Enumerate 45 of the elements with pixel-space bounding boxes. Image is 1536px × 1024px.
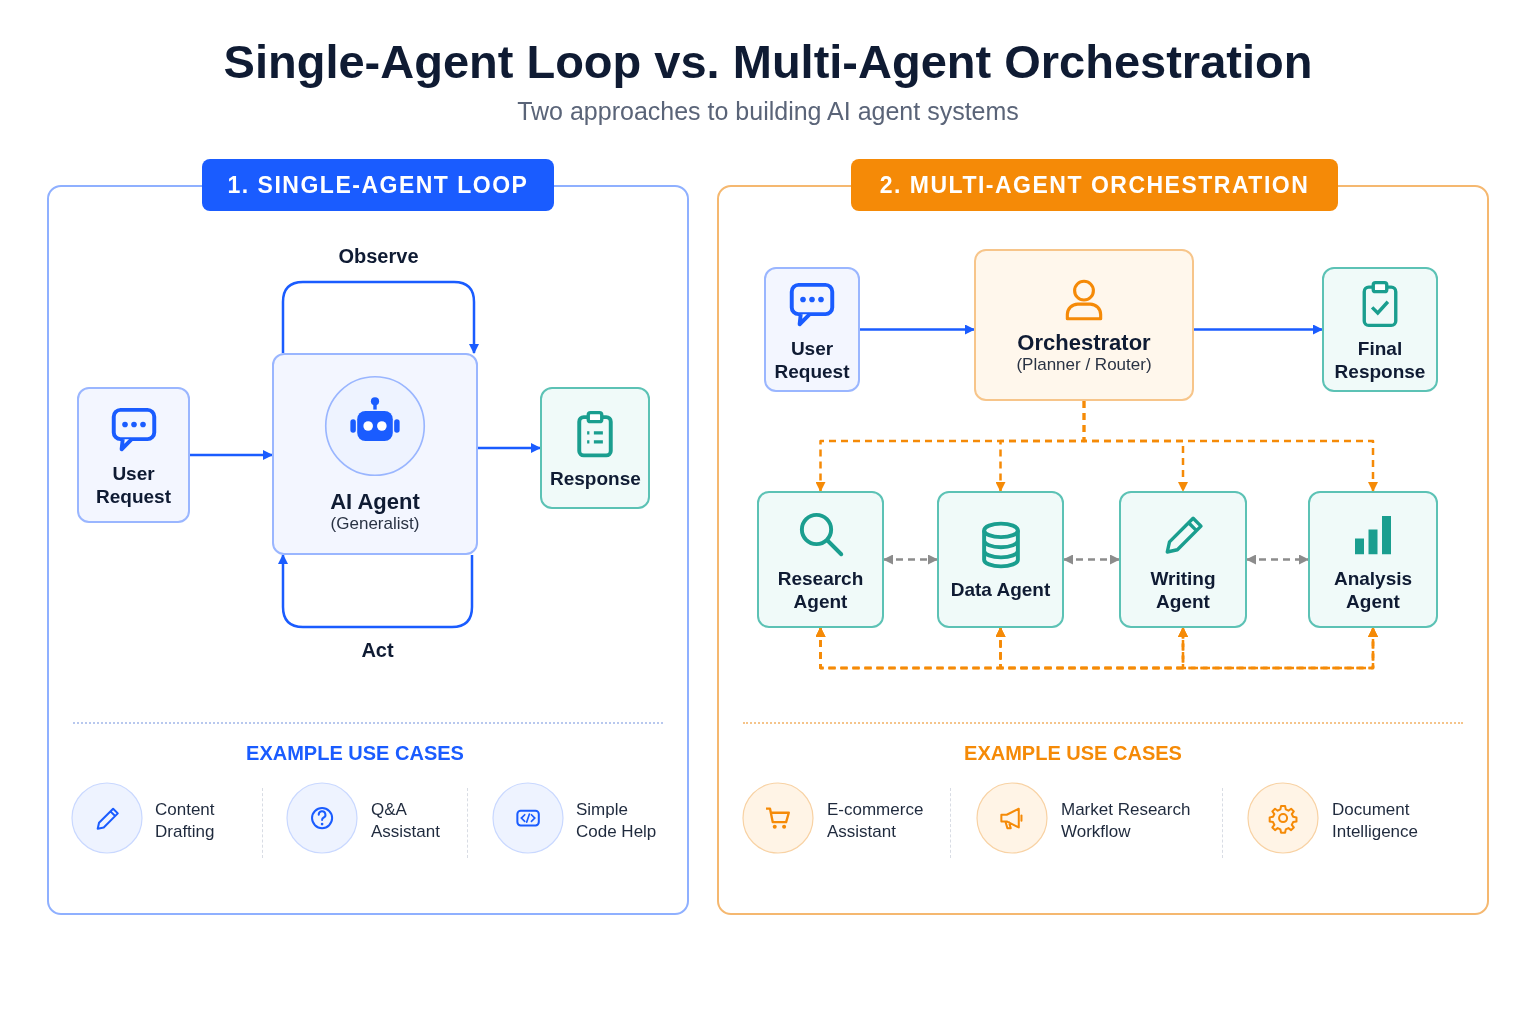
node-subtitle: (Generalist) [330,513,420,535]
arrow [860,324,975,335]
arrow [1194,324,1323,335]
process-box [1119,491,1247,628]
node-title: AI Agent [329,489,421,513]
arrow [278,554,474,629]
section-heading: EXAMPLE USE CASES [964,742,1182,764]
section-header-tab: 1. SINGLE-AGENT LOOP [202,159,554,211]
process-box [937,491,1064,628]
node-title: Writing Agent [1149,566,1217,613]
node-title: Research Agent [776,566,865,613]
arrow [281,280,479,354]
process-box [974,249,1194,401]
use-case-label: Q&A Assistant [371,799,441,843]
process-box [77,387,190,523]
dashed-arrow [1082,401,1378,492]
node-title: Response [549,466,642,490]
node-title: Data Agent [949,578,1052,601]
arrow [190,450,273,460]
process-box [540,387,650,509]
node-title: Final Response [1333,336,1427,383]
use-case-label: Market Research Workflow [1061,799,1192,843]
process-box [764,267,860,392]
node-title: User Request [773,336,851,383]
dashed-arrow [1178,627,1378,670]
arrow [478,443,541,453]
section-header-tab: 2. MULTI-AGENT ORCHESTRATION [851,159,1338,211]
node-title: User Request [95,462,172,508]
use-case-label: E-commerce Assistant [827,799,925,843]
process-box [1322,267,1438,392]
diagram-subtitle: Two approaches to building AI agent systems [516,97,1020,126]
use-case-label: Content Drafting [155,799,216,843]
dashed-arrow [1063,554,1120,565]
use-case-label: Simple Code Help [576,799,658,843]
process-box [1308,491,1438,628]
node-title: Analysis Agent [1332,566,1414,613]
dashed-arrow [1246,554,1309,565]
node-subtitle: (Planner / Router) [1016,353,1152,376]
dashed-arrow [883,554,938,565]
node-title: Orchestrator [1016,330,1152,354]
diagram-title: Single-Agent Loop vs. Multi-Agent Orchestration [222,34,1314,89]
process-box [757,491,884,628]
process-box [272,353,478,555]
use-case-label: Document Intelligence [1332,799,1419,843]
section-heading: EXAMPLE USE CASES [246,742,464,764]
